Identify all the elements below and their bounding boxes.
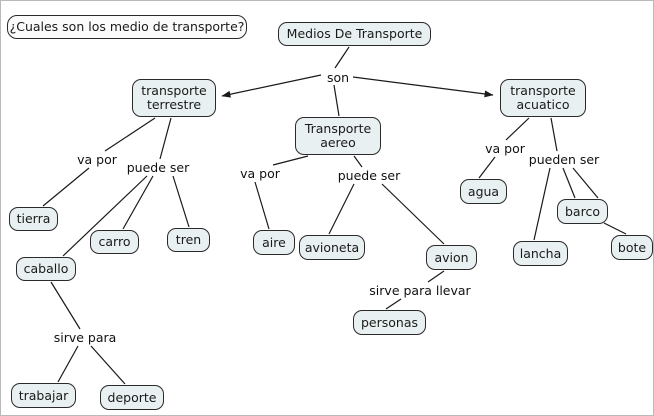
link-label-va-por-aereo: va por [237, 167, 283, 181]
node-avion[interactable]: avion [426, 245, 477, 270]
node-bote[interactable]: bote [611, 235, 653, 260]
edge-caballo-to-sirve-para [50, 281, 81, 330]
link-label-puede-ser-aereo: puede ser [336, 168, 402, 183]
node-barco[interactable]: barco [557, 199, 608, 224]
edge-son-to-terrestre [221, 74, 322, 98]
link-label-son: son [323, 71, 353, 85]
node-deporte[interactable]: deporte [100, 385, 164, 410]
node-aereo[interactable]: Transporte aereo [295, 117, 381, 155]
edge-barco-to-bote [603, 222, 627, 235]
edge-sirve-llevar-to-personas [385, 298, 402, 310]
edge-pueden-ser-to-lancha [533, 167, 551, 241]
node-terrestre[interactable]: transporte terrestre [132, 79, 216, 117]
node-aire[interactable]: aire [253, 230, 295, 255]
edge-acuatico-to-pueden-ser [550, 117, 558, 152]
edge-puede-ser-t-to-tren [172, 175, 190, 228]
edge-son-to-acuatico [352, 76, 494, 98]
edge-sirve-para-to-trabajar [57, 345, 79, 383]
edge-avion-to-sirve-llevar [427, 270, 445, 283]
node-root[interactable]: Medios De Transporte [278, 22, 431, 46]
link-label-va-por-acuatico: va por [482, 142, 528, 156]
edge-va-por-a-to-aire [254, 181, 270, 230]
edge-puede-ser-a-to-avion [381, 183, 445, 245]
edge-va-por-t-to-tierra [42, 167, 90, 207]
edge-puede-ser-a-to-avioneta [328, 183, 355, 235]
node-question[interactable]: ¿Cuales son los medio de transporte? [7, 15, 247, 39]
node-trabajar[interactable]: trabajar [11, 383, 76, 408]
node-acuatico[interactable]: transporte acuatico [500, 79, 586, 117]
edge-va-por-ac-to-agua [478, 156, 496, 179]
link-label-va-por-terrestre: va por [74, 153, 120, 167]
link-label-sirve-para-caballo: sirve para [52, 330, 118, 345]
node-carro[interactable]: carro [90, 230, 139, 254]
node-caballo[interactable]: caballo [16, 257, 76, 281]
edge-terrestre-to-va-por-t [104, 117, 156, 152]
edge-aereo-to-puede-ser-a [353, 155, 363, 168]
node-tren[interactable]: tren [167, 228, 210, 252]
edge-acuatico-to-va-por-ac [505, 117, 530, 141]
node-agua[interactable]: agua [460, 179, 507, 204]
edge-son-to-aereo [333, 84, 340, 117]
edge-terrestre-to-puede-ser-t [159, 117, 172, 160]
edge-pueden-ser-to-barco2 [572, 167, 599, 199]
edge-puede-ser-t-to-carro [122, 175, 154, 230]
edge-pueden-ser-to-barco [562, 167, 576, 199]
edge-sirve-para-to-deporte [90, 345, 126, 385]
link-label-sirve-para-llevar: sirve para llevar [367, 284, 473, 298]
edge-puede-ser-t-to-caballo [62, 175, 148, 257]
edge-root-to-son [334, 46, 350, 69]
node-personas[interactable]: personas [353, 310, 426, 335]
node-lancha[interactable]: lancha [513, 241, 568, 266]
node-avioneta[interactable]: avioneta [299, 235, 365, 260]
edge-aereo-to-va-por-a [272, 155, 309, 166]
node-tierra[interactable]: tierra [9, 207, 58, 231]
link-label-pueden-ser-acuatico: pueden ser [527, 152, 601, 167]
link-label-puede-ser-terrestre: puede ser [125, 160, 191, 175]
